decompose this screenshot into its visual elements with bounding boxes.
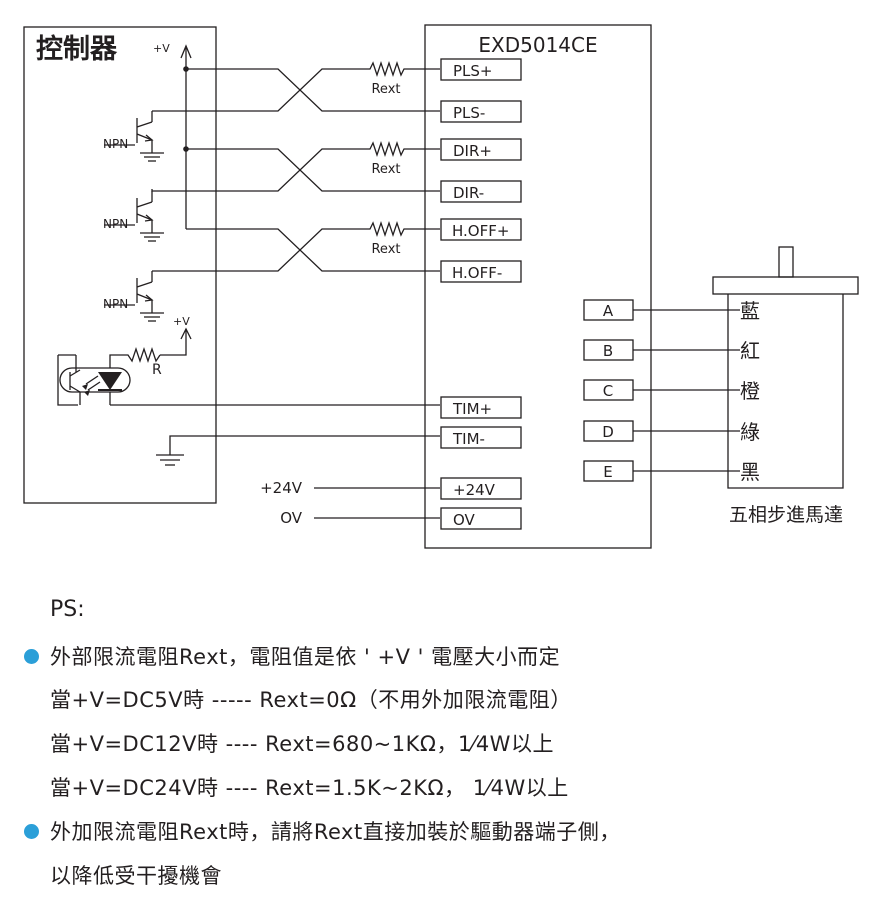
- bullet-icon: [24, 824, 39, 839]
- optocoupler-diode-icon: [98, 372, 122, 390]
- phase-b: B: [603, 342, 613, 360]
- terminal-hoff-plus: H.OFF+: [452, 222, 509, 240]
- wire-color-green: 綠: [740, 420, 760, 444]
- terminal-tim-minus: TIM-: [452, 430, 485, 448]
- terminal-ov: OV: [453, 511, 476, 529]
- note-line-2: 當+V=DC5V時 ----- Rext=0Ω（不用外加限流電阻）: [50, 688, 572, 712]
- r-label: R: [152, 362, 162, 378]
- wiring-diagram: 控制器 +V EXD5014CE Rext Rext Rext R NPN NP…: [23, 24, 859, 549]
- controller-title: 控制器: [36, 34, 118, 65]
- note-line-1: 外部限流電阻Rext，電阻值是依 ' +V ' 電壓大小而定: [50, 645, 561, 669]
- controller-vplus-label: +V: [153, 42, 170, 55]
- driver-box: [424, 24, 652, 549]
- terminal-dir-plus: DIR+: [453, 142, 492, 160]
- rext-label-pls: Rext: [371, 82, 400, 97]
- opto-vplus-label: +V: [173, 315, 190, 328]
- wire-color-blue: 藍: [740, 299, 760, 323]
- motor-shaft: [778, 246, 794, 278]
- terminal-hoff-minus: H.OFF-: [452, 264, 502, 282]
- notes-section: PS: 外部限流電阻Rext，電阻值是依 ' +V ' 電壓大小而定 當+V=D…: [0, 585, 876, 915]
- notes-title: PS:: [50, 597, 85, 622]
- wire-color-red: 紅: [740, 339, 760, 363]
- rext-label-dir: Rext: [371, 162, 400, 177]
- note-line-3: 當+V=DC12V時 ---- Rext=680~1KΩ，1⁄4W以上: [50, 732, 554, 756]
- phase-d: D: [602, 423, 614, 441]
- terminal-24v: +24V: [453, 481, 496, 499]
- wire-color-orange: 橙: [740, 379, 760, 403]
- npn-label-1: NPN: [103, 137, 128, 151]
- terminal-pls-minus: PLS-: [453, 104, 485, 122]
- npn-label-3: NPN: [103, 297, 128, 311]
- controller-box: [23, 26, 217, 504]
- motor-body: [727, 294, 844, 489]
- rext-label-hoff: Rext: [371, 242, 400, 257]
- wire-color-black: 黑: [740, 460, 760, 484]
- npn-label-2: NPN: [103, 217, 128, 231]
- terminal-dir-minus: DIR-: [453, 184, 484, 202]
- terminal-tim-plus: TIM+: [452, 400, 492, 418]
- bullet-icon: [24, 649, 39, 664]
- power-ov-label: OV: [280, 509, 303, 527]
- terminal-pls-plus: PLS+: [453, 62, 493, 80]
- note-line-4: 當+V=DC24V時 ---- Rext=1.5K~2KΩ， 1⁄4W以上: [50, 776, 569, 800]
- note-line-6: 以降低受干擾機會: [50, 864, 222, 888]
- note-line-5: 外加限流電阻Rext時，請將Rext直接加裝於驅動器端子側，: [50, 820, 621, 844]
- power-24v-label: +24V: [260, 479, 303, 497]
- phase-a: A: [603, 302, 614, 320]
- driver-title: EXD5014CE: [478, 33, 597, 57]
- phase-c: C: [603, 382, 613, 400]
- phase-e: E: [603, 463, 612, 481]
- motor-flange: [712, 276, 859, 295]
- motor-caption: 五相步進馬達: [729, 504, 843, 526]
